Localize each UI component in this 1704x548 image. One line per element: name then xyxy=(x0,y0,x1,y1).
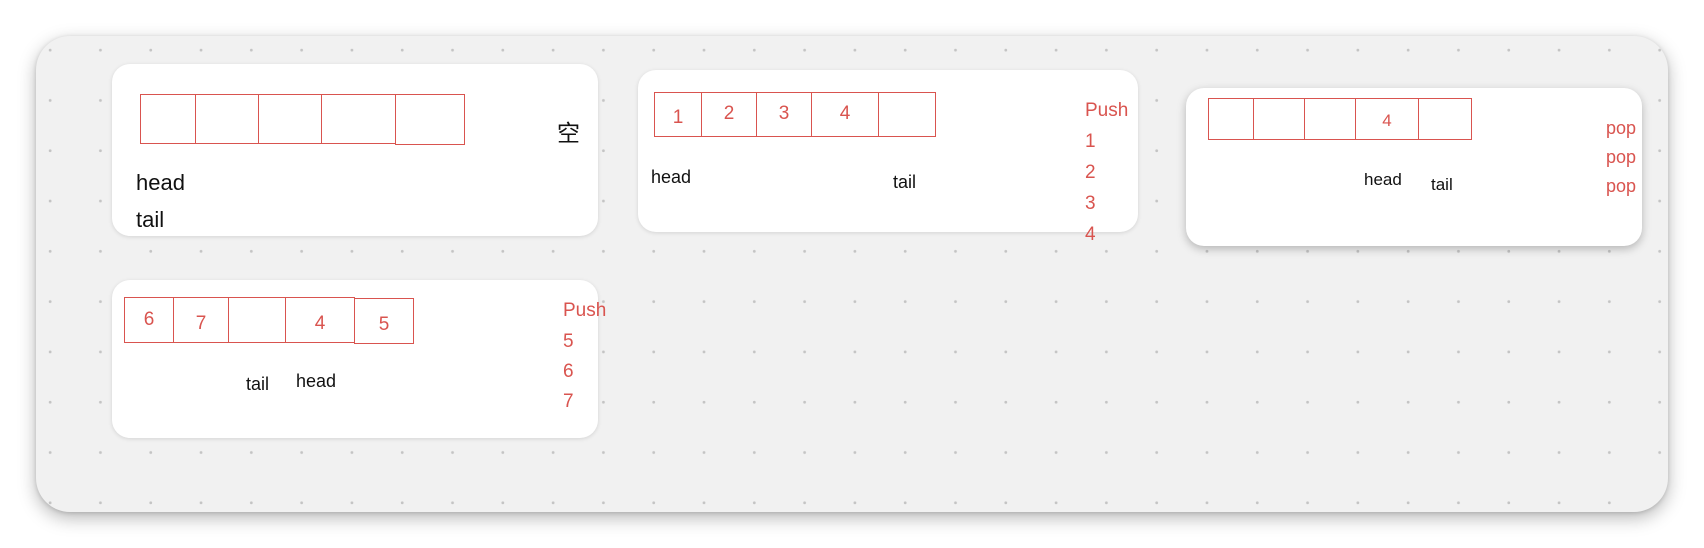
pushed-value: 1 xyxy=(1085,131,1096,152)
panel-push-5-7: 6 7 4 5 tail head Push 5 6 7 xyxy=(112,280,606,438)
queue-cell: 4 xyxy=(1355,98,1419,140)
tail-label: tail xyxy=(136,207,165,232)
panel-push-1-4: 1 2 3 4 head tail Push 1 2 3 4 xyxy=(638,70,1138,245)
panel-empty-queue: 空 head tail xyxy=(112,64,598,236)
pop-operation: pop xyxy=(1606,147,1637,167)
head-label: head xyxy=(136,170,185,195)
queue-cell: 4 xyxy=(285,297,355,343)
queue-cell xyxy=(228,297,286,343)
cell-value: 4 xyxy=(1382,111,1392,130)
empty-state-label: 空 xyxy=(557,120,580,146)
pushed-value: 6 xyxy=(563,361,574,382)
queue-cell xyxy=(1418,98,1472,140)
queue-cell xyxy=(1253,98,1305,140)
queue-cell: 3 xyxy=(756,92,812,137)
head-label: head xyxy=(1364,170,1402,189)
queue-cell xyxy=(395,94,465,145)
whiteboard-canvas: 空 head tail 1 2 3 4 head tail Push 1 2 3… xyxy=(36,36,1668,512)
queue-cell xyxy=(195,94,259,144)
queue-cell xyxy=(258,94,322,144)
operation-label: Push xyxy=(563,300,607,321)
pushed-value: 4 xyxy=(1085,224,1096,245)
queue-cell xyxy=(1208,98,1254,140)
panel-pop: 4 head tail pop pop pop xyxy=(1186,88,1642,246)
tail-label: tail xyxy=(1431,175,1453,194)
tail-label: tail xyxy=(246,374,270,394)
cell-value: 3 xyxy=(778,103,790,124)
queue-cell xyxy=(140,94,196,144)
queue-cell xyxy=(1304,98,1356,140)
queue-cell: 6 xyxy=(124,297,174,343)
head-label: head xyxy=(296,371,337,391)
pushed-value: 5 xyxy=(563,331,574,352)
queue-cell xyxy=(321,94,396,144)
cell-value: 2 xyxy=(723,103,735,124)
pushed-value: 2 xyxy=(1085,162,1096,183)
tail-label: tail xyxy=(893,172,917,192)
cell-value: 6 xyxy=(143,309,155,330)
cell-value: 7 xyxy=(195,313,207,334)
pop-operation: pop xyxy=(1606,176,1637,196)
queue-cell: 2 xyxy=(701,92,757,137)
queue-cell xyxy=(878,92,936,137)
cell-value: 1 xyxy=(672,107,684,128)
head-label: head xyxy=(651,167,692,187)
queue-cell: 1 xyxy=(654,92,702,137)
pop-operation: pop xyxy=(1606,118,1637,138)
operation-label: Push xyxy=(1085,100,1129,121)
queue-cell: 7 xyxy=(173,297,229,343)
queue-cell: 5 xyxy=(354,298,414,344)
pushed-value: 7 xyxy=(563,391,574,412)
cell-value: 4 xyxy=(314,313,326,334)
cell-value: 4 xyxy=(839,103,851,124)
cell-value: 5 xyxy=(378,314,390,335)
queue-cell: 4 xyxy=(811,92,879,137)
pushed-value: 3 xyxy=(1085,193,1096,214)
